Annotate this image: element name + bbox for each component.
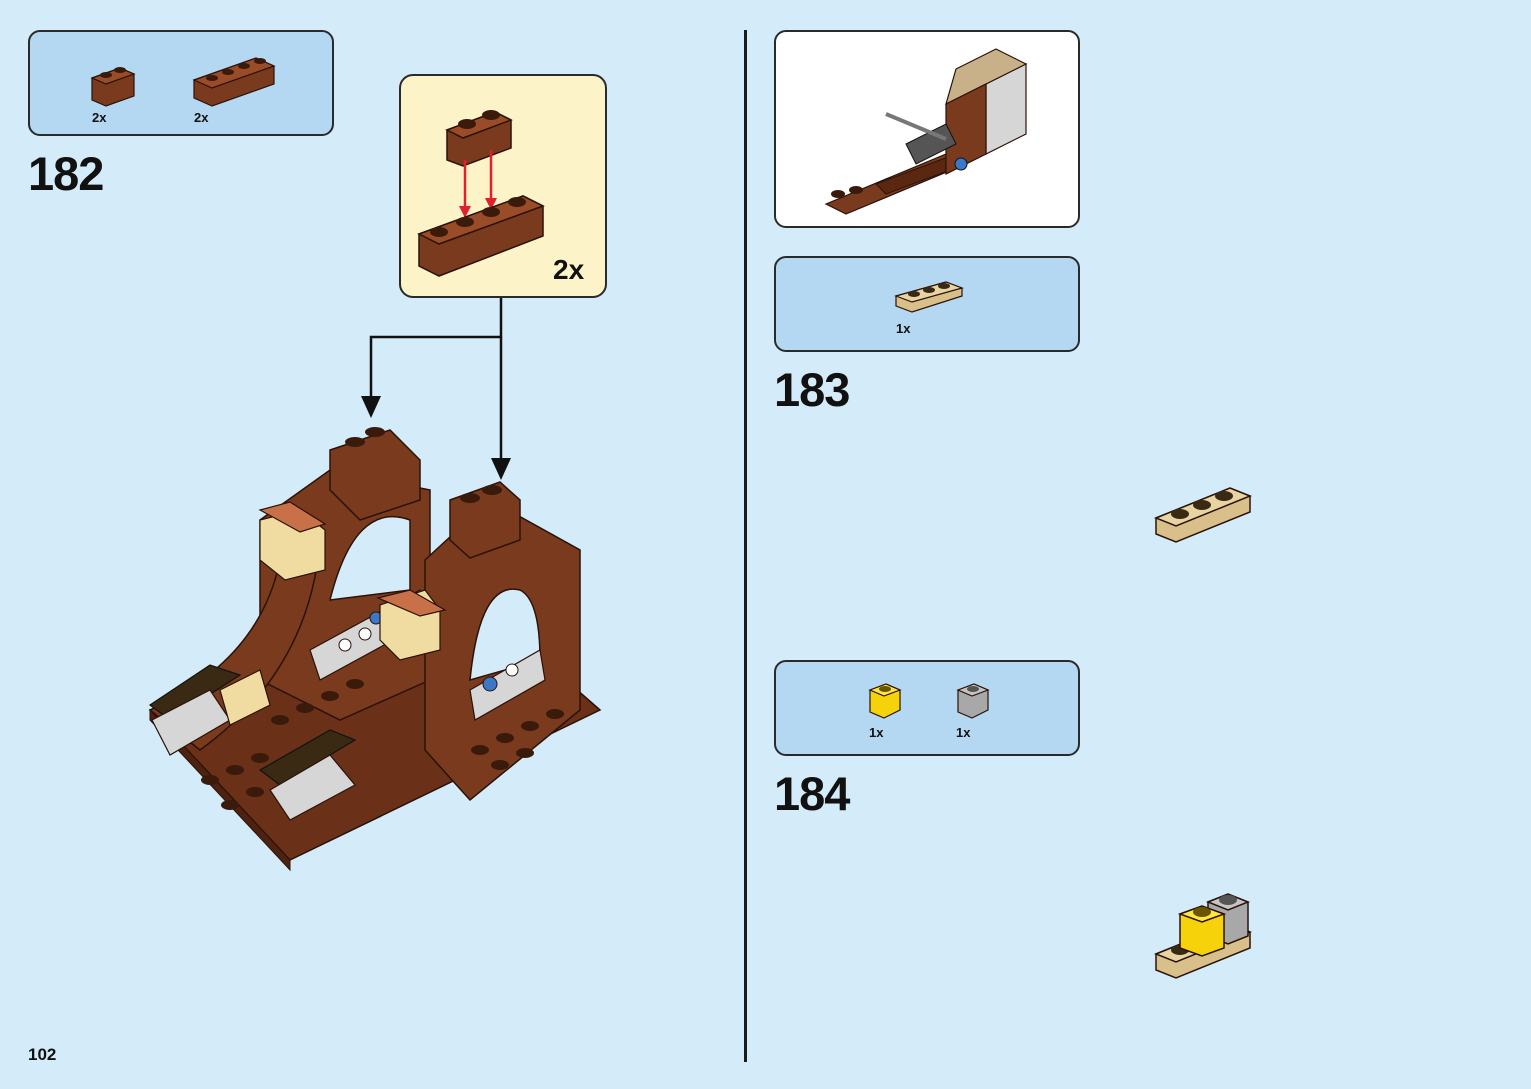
step-183-part-1-qty: 1x <box>896 321 911 336</box>
step-184-part-2-qty: 1x <box>956 725 971 740</box>
step-184-parts-box: 1x 1x <box>774 660 1080 756</box>
brown-brick-1x4-icon <box>192 57 276 107</box>
page-divider <box>744 30 747 1062</box>
step-184-model-illustration <box>1153 893 1253 979</box>
step-184-number: 184 <box>774 767 850 820</box>
step-182-part-1-qty: 2x <box>92 110 107 125</box>
step-184-part-1-qty: 1x <box>869 725 884 740</box>
step-182-callout: 2x <box>399 74 607 298</box>
tan-plate-1x3-icon <box>894 281 964 313</box>
callout-assembly-icon <box>417 110 545 277</box>
sub-assembly-preview-icon <box>824 48 1028 215</box>
page-number: 102 <box>28 1045 57 1064</box>
step-182-part-2-qty: 2x <box>194 110 209 125</box>
step-183-number: 183 <box>774 363 850 416</box>
step-182-number: 182 <box>28 147 104 200</box>
brown-brick-1x2-icon <box>90 67 136 107</box>
yellow-brick-1x1-icon <box>868 683 902 719</box>
step-182-parts-box: 2x 2x <box>28 30 334 136</box>
step-183-model-illustration <box>1153 487 1253 543</box>
step-183-parts-box: 1x <box>774 256 1080 352</box>
sub-assembly-preview-box <box>774 30 1080 228</box>
step-182-model-illustration <box>148 427 602 872</box>
grey-brick-1x1-icon <box>956 683 990 719</box>
callout-multiplier: 2x <box>553 254 585 285</box>
